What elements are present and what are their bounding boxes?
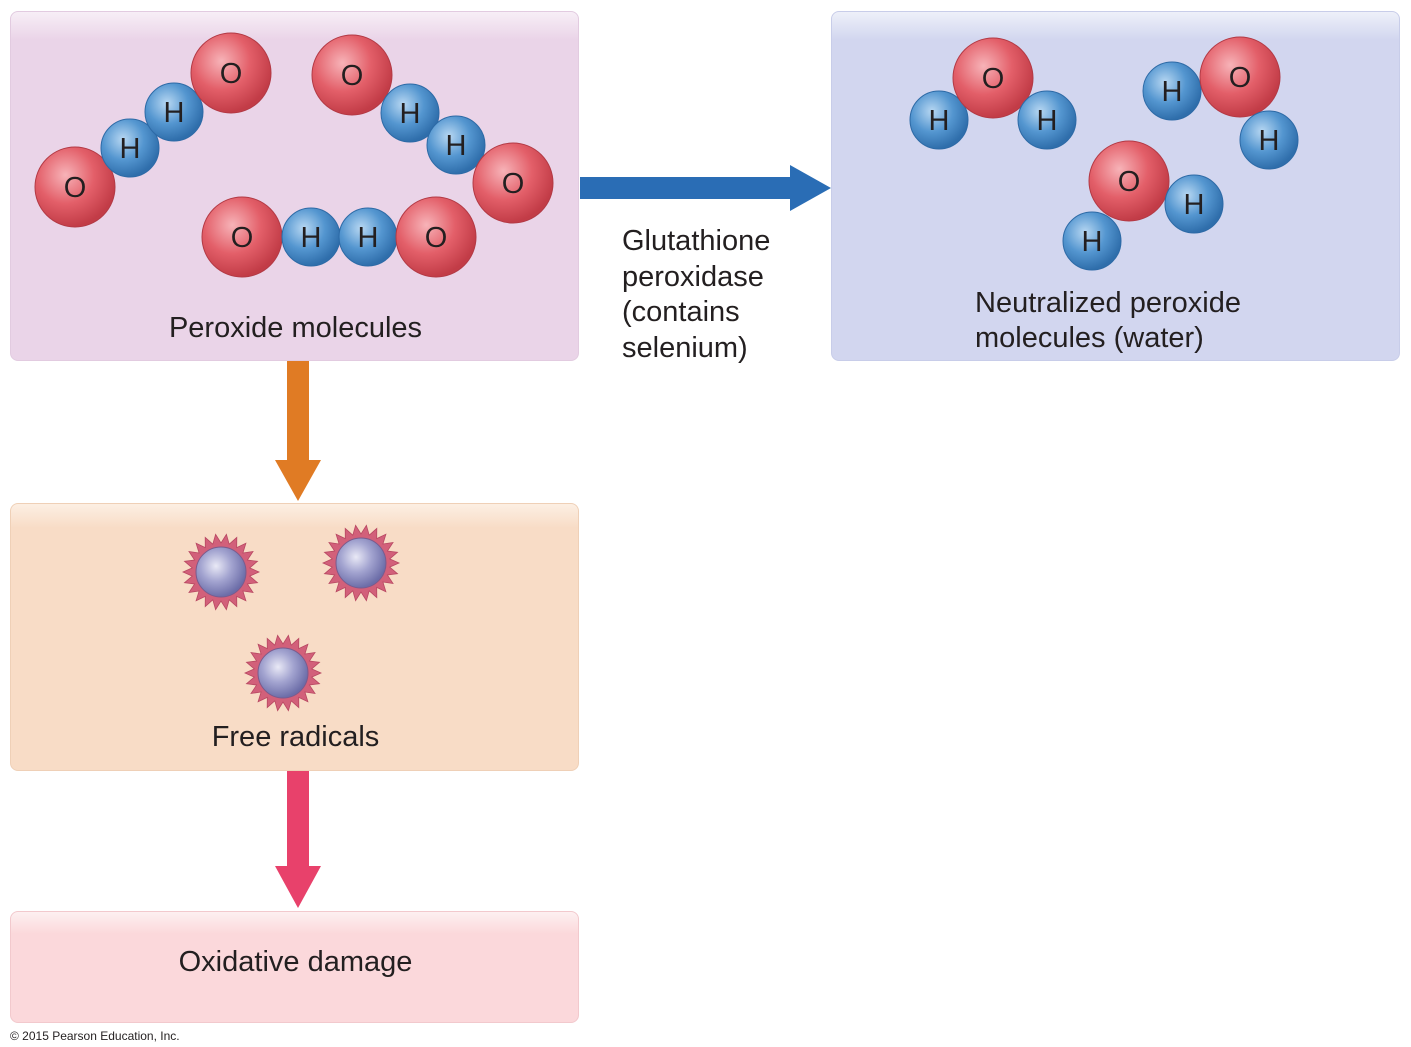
atom-symbol: H [164,97,185,129]
hydrogen-atom: H [1062,211,1122,271]
oxygen-atom: O [952,37,1034,119]
enzyme-label-line-1: Glutathione [622,225,771,257]
enzyme-label: Glutathione peroxidase (contains seleniu… [622,224,822,366]
neutralized-peroxide-label: Neutralized peroxide molecules (water) [975,286,1375,356]
atom-symbol: H [1037,105,1058,137]
oxygen-atom: O [1199,36,1281,118]
peroxide-molecules-label: Peroxide molecules [168,312,423,344]
atom-symbol: H [1162,76,1183,108]
hydrogen-atom: H [909,90,969,150]
atom-symbol: H [446,130,467,162]
atom-symbol: H [1184,189,1205,221]
free-radicals-label: Free radicals [211,721,380,753]
oxygen-atom: O [395,196,477,278]
oxygen-atom: O [311,34,393,116]
oxygen-atom: O [472,142,554,224]
arrow-down-icon [275,361,321,501]
atom-symbol: O [982,63,1005,95]
atom-symbol: H [1082,226,1103,258]
atom-symbol: H [120,133,141,165]
oxidative-damage-box: Oxidative damage [10,911,579,1023]
neutralized-label-line-1: Neutralized peroxide [975,287,1241,319]
hydrogen-atom: H [1239,110,1299,170]
enzyme-label-line-2: peroxidase [622,260,764,293]
enzyme-label-line-4: selenium) [622,331,748,364]
atom-symbol: O [1229,62,1252,94]
free-radical-icon [244,634,322,712]
oxygen-atom: O [190,32,272,114]
free-radical-icon [322,524,400,602]
atom-symbol: O [220,58,243,90]
oxygen-atom: O [1088,140,1170,222]
hydrogen-atom: H [338,207,398,267]
atom-symbol: O [231,222,254,254]
hydrogen-atom: H [380,83,440,143]
hydrogen-atom: H [100,118,160,178]
oxygen-atom: O [201,196,283,278]
hydrogen-atom: H [1017,90,1077,150]
hydrogen-atom: H [144,82,204,142]
neutralized-label-line-2: molecules (water) [975,322,1204,354]
atom-symbol: H [400,98,421,130]
hydrogen-atom: H [426,115,486,175]
atom-symbol: H [1259,125,1280,157]
free-radicals-box: Free radicals [10,503,579,771]
arrow-right-icon [580,165,831,211]
hydrogen-atom: H [281,207,341,267]
copyright-notice: © 2015 Pearson Education, Inc. [10,1029,180,1043]
atom-symbol: O [1118,166,1141,198]
atom-symbol: O [341,60,364,92]
arrow-down-icon [275,771,321,908]
hydrogen-atom: H [1142,61,1202,121]
free-radical-icon [182,533,260,611]
atom-symbol: H [929,105,950,137]
atom-symbol: O [64,172,87,204]
atom-symbol: H [358,222,379,254]
atom-symbol: O [425,222,448,254]
atom-symbol: O [502,168,525,200]
oxygen-atom: O [34,146,116,228]
oxidative-damage-label: Oxidative damage [178,946,413,978]
atom-symbol: H [301,222,322,254]
hydrogen-atom: H [1164,174,1224,234]
enzyme-label-line-3: (contains [622,296,740,328]
